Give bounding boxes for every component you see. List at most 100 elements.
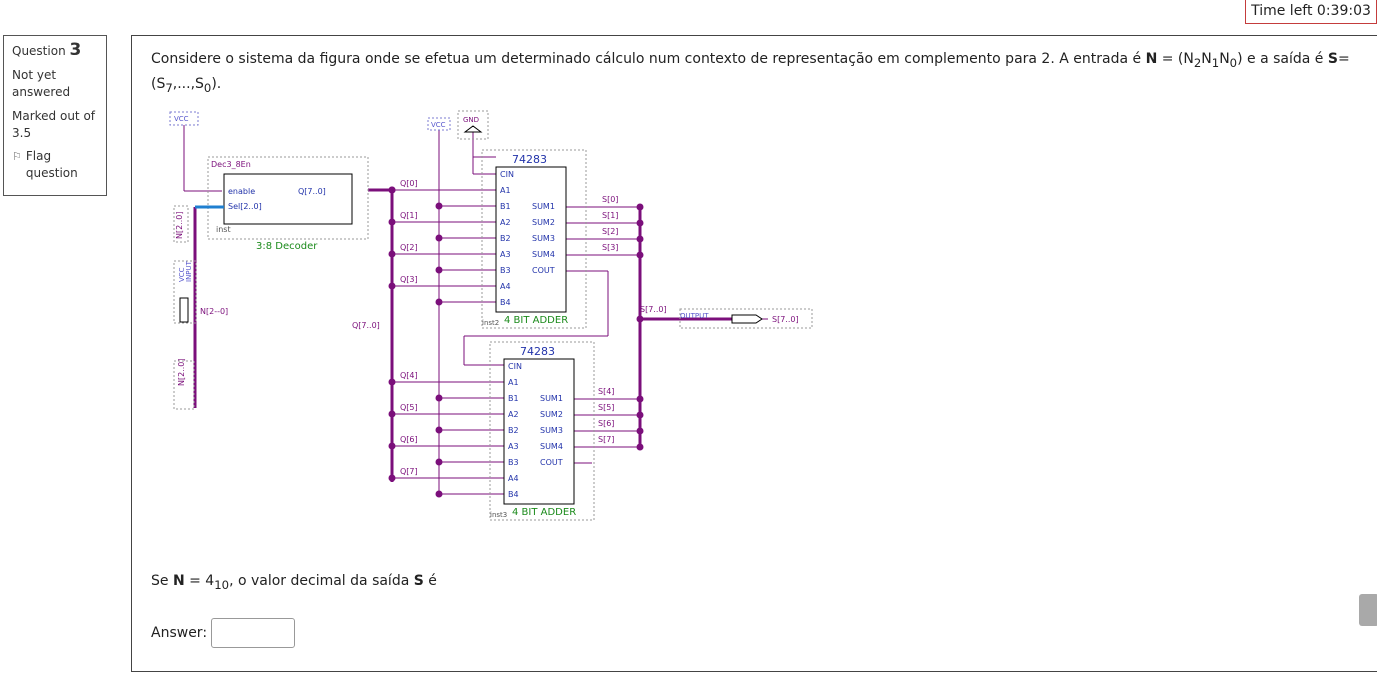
adder-bottom-box [503, 358, 575, 505]
q-label: Q[3] [400, 275, 418, 284]
junction-dot [636, 219, 644, 227]
junction-dot [388, 282, 396, 290]
adder-bottom-port: B4 [508, 490, 519, 499]
adder-bottom-port: SUM3 [540, 426, 563, 435]
input-pin-label: INPUT [185, 260, 193, 282]
s-label: S[0] [602, 195, 618, 204]
question-marks: Marked out of 3.5 [12, 109, 96, 140]
junction-dot [388, 474, 396, 482]
decoder-out-port: Q[7..0] [298, 187, 326, 196]
vcc-symbol [169, 111, 199, 126]
adder-top-chip: 74283 [512, 153, 547, 166]
s-bus-label: S[7..0] [640, 305, 667, 314]
decoder-enable-port: enable [228, 187, 255, 196]
junction-dot [435, 234, 443, 242]
decoder-sel-port: Sel[2..0] [228, 202, 262, 211]
decoder-title: 3:8 Decoder [256, 241, 318, 252]
output-frame [679, 308, 813, 329]
junction-dot [388, 442, 396, 450]
junction-dot [388, 378, 396, 386]
junction-dot [636, 443, 644, 451]
question-text: Considere o sistema da figura onde se ef… [151, 51, 1350, 95]
output-pin-label: OUTPUT [680, 312, 709, 320]
gnd-icon [463, 125, 483, 133]
adder-top-cout: COUT [532, 266, 555, 275]
adder-bottom-port: B1 [508, 394, 519, 403]
adder-top-port: B4 [500, 298, 511, 307]
decoder-frame [207, 156, 369, 240]
decoder-inst: inst [216, 225, 231, 234]
timer: Time left 0:39:03 [1245, 0, 1377, 24]
adder-top-title: 4 BIT ADDER [504, 315, 568, 326]
vcc2-label: VCC [431, 121, 446, 129]
scroll-to-top-button[interactable] [1359, 594, 1377, 626]
s-label: S[1] [602, 211, 618, 220]
junction-dot [435, 298, 443, 306]
adder-bottom-port: B3 [508, 458, 519, 467]
input-pin [179, 297, 189, 323]
n-bus-label: N[2..0] [175, 212, 184, 240]
adder-top-port: B2 [500, 234, 511, 243]
adder-bottom-port: SUM4 [540, 442, 563, 451]
q-label: Q[6] [400, 435, 418, 444]
adder-top-port: B1 [500, 202, 511, 211]
answer-row: Answer: [151, 618, 296, 648]
junction-dot [636, 427, 644, 435]
flag-icon: ⚐ [12, 150, 22, 163]
junction-dot [636, 315, 644, 323]
adder-bottom-port: A4 [508, 474, 519, 483]
junction-dot [435, 394, 443, 402]
vcc-label: VCC [174, 115, 189, 123]
flag-question-button[interactable]: ⚐ Flag question [12, 149, 78, 180]
s-label: S[4] [598, 387, 614, 396]
junction-dot [388, 218, 396, 226]
adder-top-port: SUM4 [532, 250, 555, 259]
junction-dot [636, 203, 644, 211]
junction-dot [435, 202, 443, 210]
junction-dot [388, 186, 396, 194]
adder-top-port: A1 [500, 186, 511, 195]
adder-top-frame [481, 149, 587, 329]
adder-top-cin: CIN [500, 170, 514, 179]
question-status: Not yet answered [12, 68, 71, 99]
adder-top-port: B3 [500, 266, 511, 275]
output-pin [731, 314, 763, 324]
junction-dot [388, 410, 396, 418]
junction-dot [435, 458, 443, 466]
adder-bottom-port: A3 [508, 442, 519, 451]
question-info-panel: Question 3 Not yet answered Marked out o… [3, 35, 107, 196]
q-label: Q[2] [400, 243, 418, 252]
junction-dot [636, 251, 644, 259]
output-name: S[7..0] [772, 315, 799, 324]
s-label: S[6] [598, 419, 614, 428]
gnd-symbol [457, 110, 489, 140]
s-label: S[2] [602, 227, 618, 236]
input-vcc: VCC [178, 267, 186, 282]
q-bus-label: Q[7..0] [352, 321, 380, 330]
junction-dot [636, 411, 644, 419]
junction-dot [636, 395, 644, 403]
s-label: S[7] [598, 435, 614, 444]
question-prompt: Se N = 410, o valor decimal da saída S é [151, 573, 437, 592]
q-label: Q[5] [400, 403, 418, 412]
adder-bottom-inst: inst3 [490, 511, 507, 519]
junction-dot [435, 266, 443, 274]
adder-top-port: A2 [500, 218, 511, 227]
answer-input[interactable] [211, 618, 296, 648]
q-label: Q[7] [400, 467, 418, 476]
adder-bottom-port: A1 [508, 378, 519, 387]
adder-top-inst: inst2 [482, 319, 499, 327]
s-label: S[3] [602, 243, 618, 252]
input-frame [173, 260, 197, 324]
n-input-label: N[2--0] [200, 307, 228, 316]
question-content: Considere o sistema da figura onde se ef… [131, 35, 1377, 672]
s-label: S[5] [598, 403, 614, 412]
n-bus-frame [173, 205, 189, 243]
adder-bottom-port: A2 [508, 410, 519, 419]
adder-top-port: SUM2 [532, 218, 555, 227]
q-label: Q[4] [400, 371, 418, 380]
adder-bottom-port: SUM1 [540, 394, 563, 403]
q-label: Q[1] [400, 211, 418, 220]
adder-top-port: SUM1 [532, 202, 555, 211]
n-bus-frame-2 [173, 360, 195, 410]
